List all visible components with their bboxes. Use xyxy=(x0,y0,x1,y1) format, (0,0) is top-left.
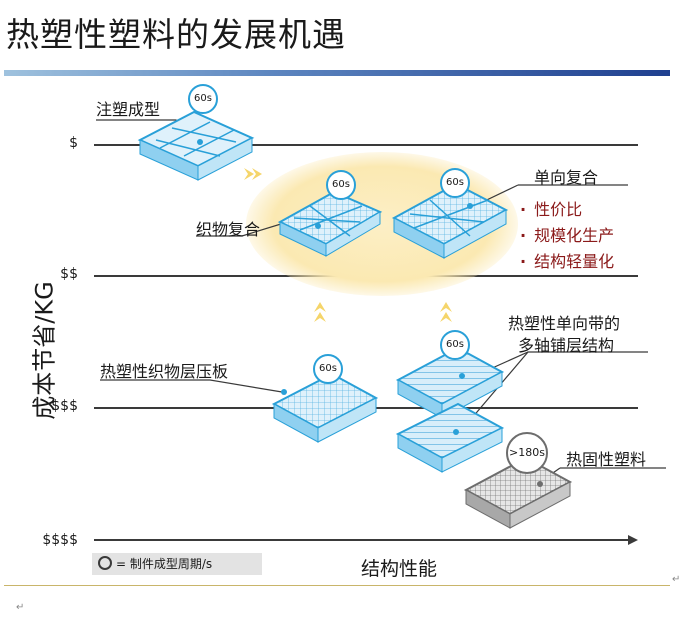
cycle-badge-unidirectional: 60s xyxy=(440,168,470,198)
cycle-badge-thermoset: >180s xyxy=(506,432,548,474)
cost-level-line-1 xyxy=(94,144,638,146)
benefit-item-2: ·规模化生产 xyxy=(520,226,615,245)
title-underline xyxy=(4,70,670,76)
fabric-laminate-part xyxy=(271,372,379,443)
cost-level-1: $ xyxy=(69,135,78,151)
label-ud-tape-line1: 热塑性单向带的 xyxy=(508,314,621,333)
label-fabric-composite: 织物复合 xyxy=(196,220,261,239)
cycle-badge-fabric-composite: 60s xyxy=(326,170,356,200)
cycle-badge-fabric-laminate: 60s xyxy=(313,354,343,384)
page-title: 热塑性塑料的发展机遇 xyxy=(6,15,346,54)
cost-level-2: $$ xyxy=(60,266,78,282)
paragraph-mark: ↵ xyxy=(16,602,25,613)
label-ud-tape-line2: 多轴铺层结构 xyxy=(518,336,615,355)
benefit-item-1: ·性价比 xyxy=(520,200,583,219)
bullet: · xyxy=(520,252,527,271)
paragraph-mark: ↵ xyxy=(672,574,681,585)
benefit-item-3: ·结构轻量化 xyxy=(520,252,615,271)
circle-icon xyxy=(98,556,112,570)
bullet: · xyxy=(520,226,527,245)
cost-level-4: $$$$ xyxy=(42,532,78,548)
x-axis-label: 结构性能 xyxy=(361,558,438,580)
transition-arrows xyxy=(244,168,452,322)
bottom-divider xyxy=(4,585,670,586)
label-injection-molding: 注塑成型 xyxy=(96,100,161,119)
cycle-time-legend: = 制件成型周期/s xyxy=(92,553,262,575)
cost-level-3: $$$ xyxy=(51,398,78,414)
thermoset-part xyxy=(463,456,573,529)
x-axis-arrow xyxy=(94,535,638,545)
cycle-badge-injection: 60s xyxy=(188,84,218,114)
label-thermoset: 热固性塑料 xyxy=(566,450,647,469)
fabric-composite-part xyxy=(277,190,383,257)
bullet: · xyxy=(520,200,527,219)
injection-molding-part xyxy=(137,110,255,181)
label-unidirectional-composite: 单向复合 xyxy=(534,168,599,187)
label-fabric-laminate: 热塑性织物层压板 xyxy=(100,362,229,381)
cycle-badge-ud-tape: 60s xyxy=(440,330,470,360)
ud-tape-part-lower xyxy=(395,402,505,473)
unidirectional-composite-part xyxy=(391,182,509,259)
